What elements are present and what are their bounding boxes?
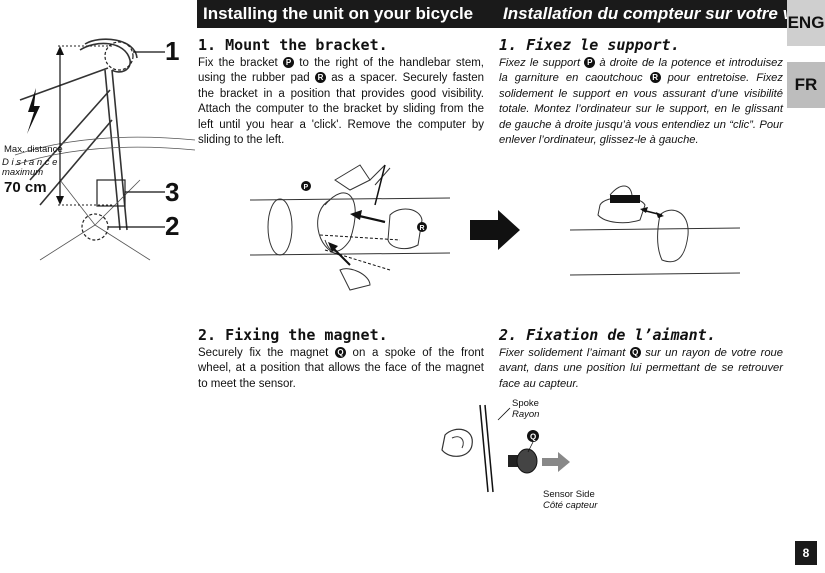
step1-text-en-a: Fix the bracket — [198, 57, 283, 69]
rubber-pad-r-badge-fr: R — [649, 72, 661, 84]
svg-text:Q: Q — [530, 433, 536, 442]
step1-text-fr-a: Fixez le support — [499, 57, 585, 69]
step1-text-en-b: to the right of the handlebar stem, usin… — [198, 57, 484, 85]
computer-on-bracket-illustration — [569, 185, 741, 276]
svg-text:P: P — [304, 184, 309, 191]
magnet-illustration: Q — [441, 404, 570, 493]
language-tab-fr[interactable]: FR — [787, 62, 825, 108]
step2-title-fr: 2. Fixation de l’aimant. — [499, 326, 716, 344]
big-right-arrow — [470, 210, 520, 250]
step1-text-en: Fix the bracket P to the right of the ha… — [198, 56, 484, 148]
step1-title-fr: 1. Fixez le support. — [499, 36, 680, 54]
bracket-p-badge-fr: P — [584, 57, 596, 68]
svg-text:R: R — [420, 225, 425, 232]
step1-text-fr-c: pour entretoise. Fixez solidement le sup… — [499, 72, 783, 147]
distance-value: 70 cm — [4, 179, 47, 196]
bracket-p-badge: P — [282, 57, 294, 68]
step2-text-fr: Fixer solidement l’aimant Q sur un rayon… — [499, 346, 783, 392]
magnet-q-badge: Q — [334, 347, 346, 358]
callout-2: 2 — [165, 211, 180, 241]
step1-text-fr: Fixez le support P à droite de la potenc… — [499, 56, 783, 148]
magnet-q-badge-fr: Q — [629, 347, 641, 358]
step2-text-fr-b: sur un rayon de votre roue avant, dans u… — [499, 347, 783, 390]
callout-1: 1 — [165, 36, 180, 66]
bracket-installation-illustration: P R — [249, 164, 451, 291]
language-tab-eng[interactable]: ENG — [787, 0, 825, 46]
spoke-label-fr: Rayon — [512, 409, 540, 420]
step1-title-en: 1. Mount the bracket. — [198, 36, 388, 54]
max-distance-label-fr-1: D i s t a n c e — [2, 157, 58, 168]
step2-text-en: Securely fix the magnet Q on a spoke of … — [198, 346, 484, 392]
callout-3: 3 — [165, 177, 180, 207]
page-number: 8 — [795, 541, 817, 565]
rubber-pad-r-badge: R — [314, 72, 326, 84]
french-section-header: Installation du compteur sur votre vélo — [497, 0, 794, 28]
sensor-side-label-en: Sensor Side — [543, 489, 595, 500]
step1-text-fr-b: à droite de la potence et introduisez la… — [499, 57, 783, 85]
step2-title-en: 2. Fixing the magnet. — [198, 326, 388, 344]
max-distance-label-fr-2: maximum — [2, 167, 44, 178]
step2-text-fr-a: Fixer solidement l’aimant — [499, 347, 630, 359]
max-distance-label-en: Max. distance — [4, 144, 63, 155]
bicycle-illustration — [14, 38, 196, 261]
step2-text-en-a: Securely fix the magnet — [198, 347, 335, 359]
sensor-side-label-fr: Côté capteur — [543, 500, 598, 511]
spoke-label-en: Spoke — [512, 398, 539, 409]
step1-text-en-c: as a spacer. Securely fasten the bracket… — [198, 72, 484, 147]
english-section-header: Installing the unit on your bicycle — [197, 0, 499, 28]
step2-text-en-b: on a spoke of the front wheel, at a posi… — [198, 347, 484, 390]
